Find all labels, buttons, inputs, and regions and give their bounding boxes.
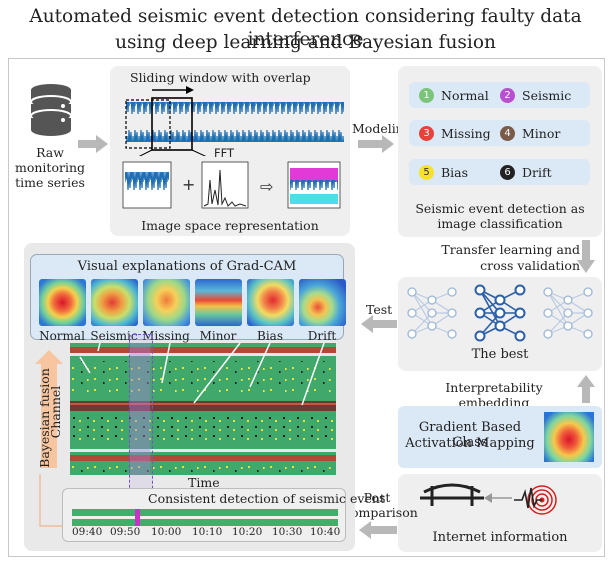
fft-label: FFT — [214, 146, 235, 160]
gradcam-tile-missing — [143, 279, 190, 326]
class-name: Drift — [522, 164, 552, 180]
database-icon — [30, 84, 72, 136]
arrow-post-comparison — [359, 521, 397, 539]
title-line-1: Automated seismic event detection consid… — [29, 6, 582, 50]
seismic-detection-mark — [135, 509, 140, 526]
sliding-window-signal — [125, 86, 344, 156]
channel-axis-label: Channel — [48, 385, 63, 439]
gradcam-tile-seismic — [91, 279, 138, 326]
image-space-caption: Image space representation — [141, 218, 319, 233]
test-label: Test — [366, 302, 393, 317]
arrow-test — [361, 315, 397, 333]
gradcam-heatmap-thumbnail — [544, 412, 594, 462]
seismic-wave-icon — [514, 485, 557, 515]
class-name: Minor — [522, 125, 561, 141]
gradcam-explanations-box: Visual explanations of Grad-CAM Normal S… — [30, 254, 346, 343]
class-name: Bias — [441, 164, 469, 180]
class-number-badge: 3 — [419, 125, 434, 141]
channel-time-heatmap — [70, 343, 336, 475]
class-number-badge: 6 — [500, 164, 515, 180]
title-line-2: using deep learning and Bayesian fusion — [115, 32, 496, 53]
gradcam-tile-drift — [299, 279, 346, 326]
gradcam-label-seismic: Seismic — [90, 329, 138, 343]
time-tick: 10:30 — [272, 526, 303, 538]
class-seismic: 2 Seismic — [490, 82, 590, 108]
arrow-to-bridge — [484, 493, 512, 503]
svg-text:+: + — [182, 175, 195, 194]
raw-label-2: monitoring — [15, 160, 86, 175]
seismic-selection-highlight — [129, 334, 153, 494]
gradcam-label-missing: Missing — [142, 329, 190, 343]
internet-label: Internet information — [432, 530, 568, 545]
gradcam-label-1: Gradient Based Class — [418, 420, 522, 450]
transfer-label-2: cross validation — [480, 258, 580, 273]
class-number-badge: 1 — [419, 87, 434, 103]
class-number-badge: 4 — [500, 125, 515, 141]
time-tick: 10:00 — [151, 526, 182, 538]
svg-text:⇨: ⇨ — [260, 177, 273, 196]
modeling-label: Modeling — [352, 121, 412, 136]
bridge-icon — [420, 483, 484, 506]
time-tick: 09:40 — [72, 526, 103, 538]
gradcam-explanations-title: Visual explanations of Grad-CAM — [77, 259, 297, 274]
class-drift: 6 Drift — [490, 159, 590, 185]
gradcam-label-normal: Normal — [39, 329, 85, 343]
consistent-detection-label: Consistent detection of seismic event — [148, 491, 385, 506]
raw-label-1: Raw — [36, 145, 64, 160]
time-tick: 09:50 — [110, 526, 141, 538]
class-minor: 4 Minor — [490, 120, 590, 146]
classification-caption-1: Seismic event detection as — [415, 201, 585, 216]
class-number-badge: 5 — [419, 164, 434, 180]
detection-bar-2 — [72, 519, 338, 526]
class-name: Seismic — [522, 87, 572, 103]
raw-label-3: time series — [15, 175, 85, 190]
image-space-thumbnails: + ⇨ — [122, 161, 341, 209]
time-axis-label: Time — [188, 475, 220, 490]
classification-caption-2: image classification — [437, 216, 563, 231]
post-label-2: comparison — [344, 505, 418, 520]
arrow-up-interpretability — [577, 375, 595, 403]
time-tick: 10:40 — [310, 526, 341, 538]
bayesian-fusion-arrow — [35, 350, 63, 468]
neural-network-icons — [407, 284, 593, 342]
class-name: Normal — [441, 87, 489, 103]
gradcam-label-minor: Minor — [199, 329, 237, 343]
time-tick: 10:10 — [192, 526, 223, 538]
arrow-modeling — [358, 135, 394, 153]
gradcam-tile-normal — [39, 279, 86, 326]
post-label-1: Post — [363, 490, 391, 505]
class-name: Missing — [441, 125, 491, 141]
detection-bar-1 — [72, 509, 338, 516]
best-label: The best — [471, 347, 529, 362]
gradcam-tile-bias — [247, 279, 294, 326]
sliding-window-label: Sliding window with overlap — [130, 70, 311, 85]
gradcam-label-bias: Bias — [257, 329, 283, 343]
class-number-badge: 2 — [500, 87, 515, 103]
gradcam-label-2: Activation Mapping — [405, 436, 535, 451]
gradcam-tile-minor — [195, 279, 242, 326]
time-tick: 10:20 — [232, 526, 263, 538]
gradcam-label-drift: Drift — [307, 329, 337, 343]
transfer-label-1: Transfer learning and — [441, 242, 580, 257]
arrow-down-transfer — [577, 240, 595, 273]
diagram-frame — [8, 58, 605, 557]
arrow-raw-to-image — [78, 135, 108, 153]
